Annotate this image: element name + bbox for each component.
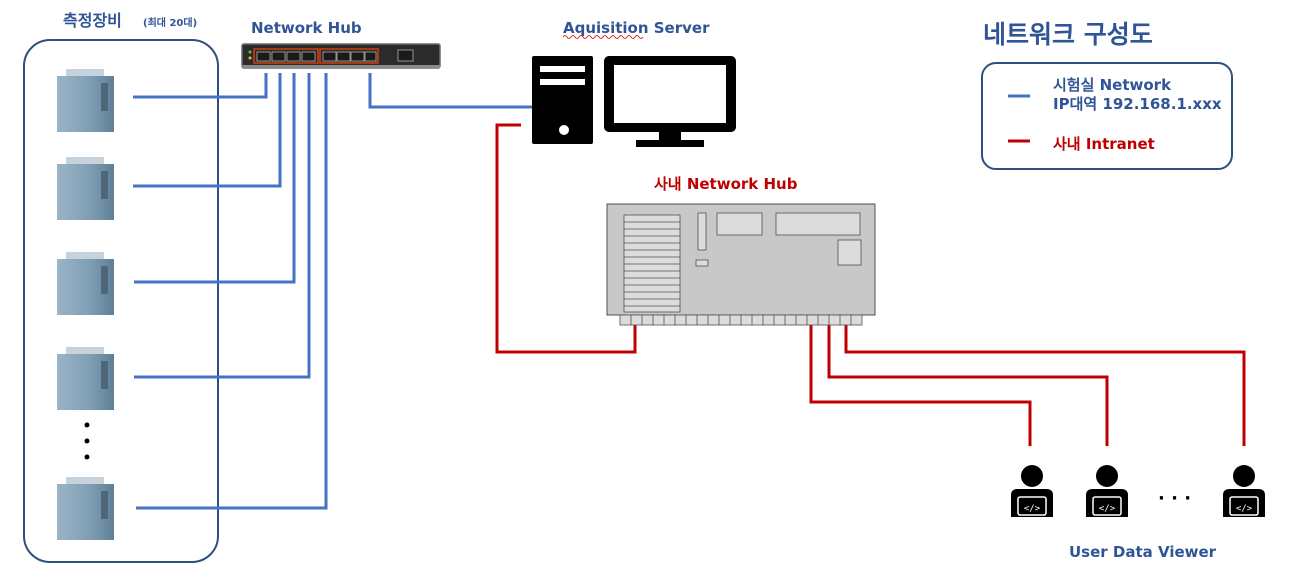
equipment-device <box>57 157 114 220</box>
svg-text:</>: </> <box>1236 504 1253 514</box>
company-network-hub <box>606 203 876 326</box>
equipment-ellipsis <box>84 422 90 460</box>
equipment-group-box <box>23 39 219 563</box>
viewer-label: User Data Viewer <box>1069 543 1217 561</box>
diagram-title: 네트워크 구성도 <box>983 20 1153 49</box>
equipment-device <box>57 477 114 540</box>
user-icon: </> <box>1011 465 1053 517</box>
equipment-device <box>57 252 114 315</box>
intranet-lines <box>495 123 1246 446</box>
server-label: Aquisition Server <box>563 19 710 37</box>
legend-lab-line2: IP대역 192.168.1.xxx <box>1053 95 1222 113</box>
acquisition-server-computer <box>532 56 736 147</box>
equipment-note: (최대 20대) <box>143 16 197 29</box>
equipment-device <box>57 69 114 132</box>
company-hub-label: 사내 Network Hub <box>654 175 798 193</box>
svg-text:</>: </> <box>1024 504 1041 514</box>
svg-text:</>: </> <box>1099 504 1116 514</box>
user-icon: </> <box>1223 465 1265 517</box>
viewer-ellipsis: · · · <box>1158 488 1191 509</box>
legend-box <box>981 62 1233 170</box>
spellcheck-underline <box>562 35 644 39</box>
equipment-title: 측정장비 <box>63 11 122 30</box>
user-icon: </> <box>1086 465 1128 517</box>
legend-lab-line1: 시험실 Network <box>1053 76 1172 94</box>
legend-intranet-label: 사내 Intranet <box>1053 135 1155 153</box>
lab-hub-label: Network Hub <box>251 19 362 37</box>
lab-network-hub <box>241 43 441 69</box>
lab-network-lines <box>133 73 532 510</box>
equipment-device <box>57 347 114 410</box>
